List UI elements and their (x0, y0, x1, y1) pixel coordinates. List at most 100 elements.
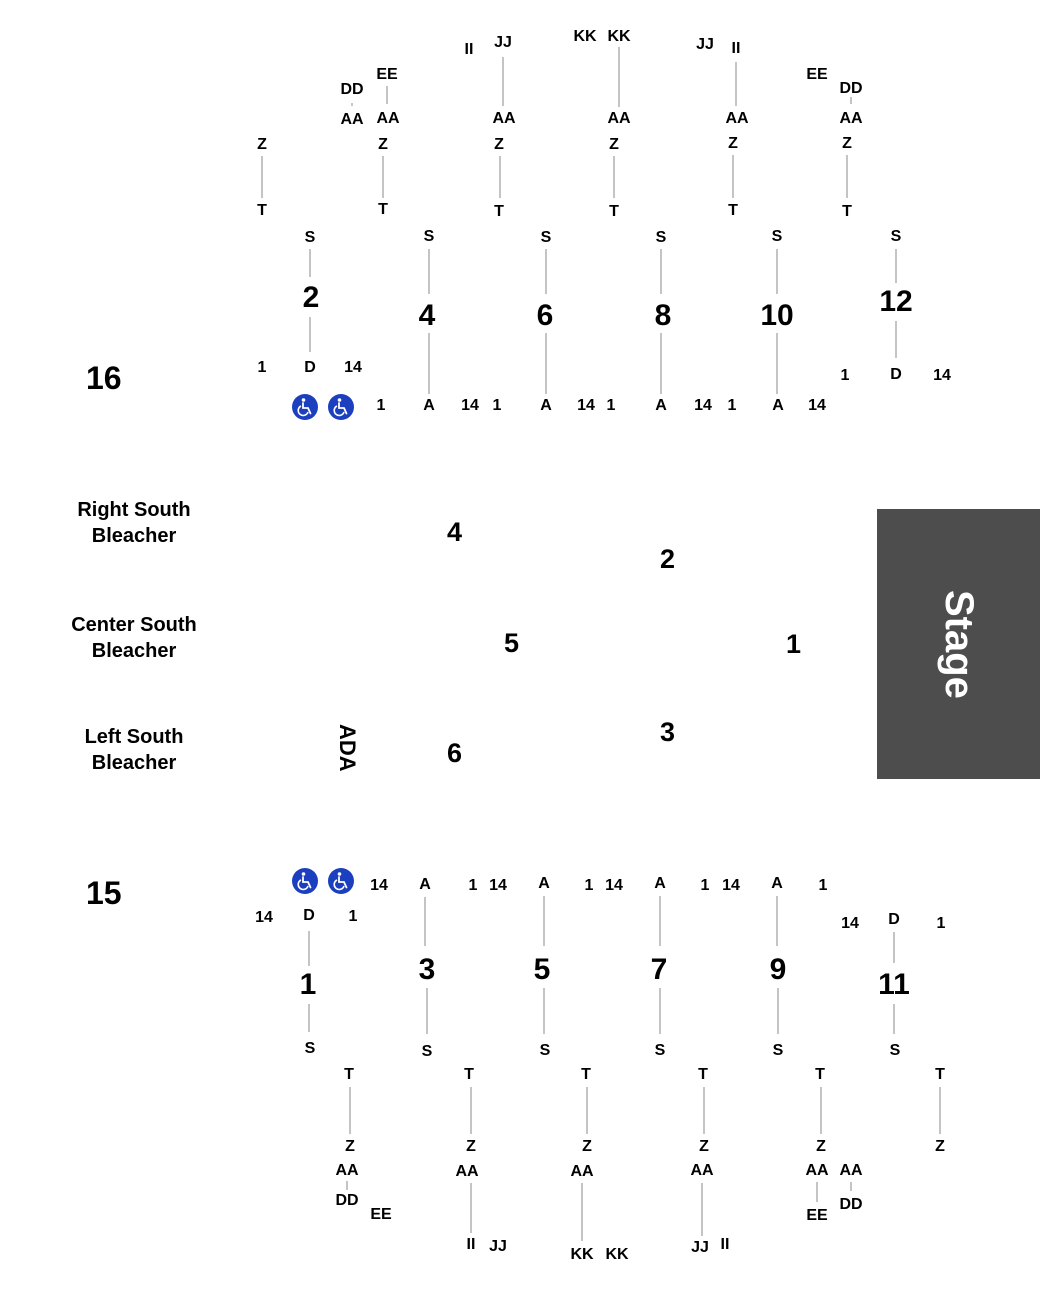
row-or-seat-label: JJ (494, 34, 512, 51)
section-number[interactable]: 6 (537, 299, 554, 332)
stage-block (877, 509, 1040, 779)
row-or-seat-label: 14 (933, 367, 951, 384)
row-or-seat-label: AA (805, 1162, 829, 1179)
row-or-seat-label: AA (839, 1162, 863, 1179)
row-or-seat-label: A (540, 397, 552, 414)
row-or-seat-label: Z (609, 136, 619, 153)
row-or-seat-label: DD (839, 80, 862, 97)
row-or-seat-label: S (656, 229, 667, 246)
section-number[interactable]: 2 (303, 281, 320, 314)
row-or-seat-label: EE (806, 66, 828, 83)
row-or-seat-label: 14 (461, 397, 479, 414)
row-or-seat-label: AA (725, 110, 749, 127)
row-or-seat-label: JJ (696, 36, 714, 53)
row-or-seat-label: 14 (370, 877, 388, 894)
row-or-seat-label: T (257, 202, 267, 219)
row-or-seat-label: Z (816, 1138, 826, 1155)
row-or-seat-label: A (655, 397, 667, 414)
row-or-seat-label: AA (335, 1162, 359, 1179)
row-or-seat-label: A (419, 876, 431, 893)
floor-section-3[interactable]: 3 (660, 717, 676, 747)
row-or-seat-label: 14 (344, 359, 362, 376)
section-number[interactable]: 1 (300, 968, 317, 1001)
row-or-seat-label: S (655, 1042, 666, 1059)
row-or-seat-label: Z (842, 135, 852, 152)
row-or-seat-label: T (344, 1066, 354, 1083)
row-or-seat-label: AA (455, 1163, 479, 1180)
row-or-seat-label: T (842, 203, 852, 220)
row-or-seat-label: S (890, 1042, 901, 1059)
wheelchair-icon (292, 868, 318, 894)
row-or-seat-label: KK (605, 1246, 629, 1263)
section-number[interactable]: 5 (534, 953, 551, 986)
row-or-seat-label: Z (699, 1138, 709, 1155)
section-number[interactable]: 11 (878, 968, 910, 1001)
row-or-seat-label: JJ (489, 1238, 507, 1255)
row-or-seat-label: DD (340, 81, 363, 98)
row-or-seat-label: EE (806, 1207, 828, 1224)
row-or-seat-label: II (467, 1236, 476, 1253)
row-or-seat-label: AA (376, 110, 400, 127)
section-number[interactable]: 4 (419, 299, 436, 332)
row-or-seat-label: A (423, 397, 435, 414)
row-or-seat-label: 1 (377, 397, 386, 414)
row-or-seat-label: Z (378, 136, 388, 153)
row-or-seat-label: II (721, 1236, 730, 1253)
row-or-seat-label: A (538, 875, 550, 892)
floor-section-5[interactable]: 5 (504, 628, 520, 658)
row-or-seat-label: DD (335, 1192, 358, 1209)
section-15-label[interactable]: 15 (86, 875, 122, 911)
row-or-seat-label: Z (257, 136, 267, 153)
section-number[interactable]: 8 (655, 299, 672, 332)
row-or-seat-label: 1 (349, 908, 358, 925)
row-or-seat-label: S (541, 229, 552, 246)
row-or-seat-label: Z (494, 136, 504, 153)
section-16-label[interactable]: 16 (86, 360, 122, 396)
floor-section-6[interactable]: 6 (447, 738, 463, 768)
row-or-seat-label: D (890, 366, 902, 383)
row-or-seat-label: S (773, 1042, 784, 1059)
row-or-seat-label: 1 (728, 397, 737, 414)
wheelchair-icon (292, 394, 318, 420)
row-or-seat-label: 1 (493, 397, 502, 414)
section-number[interactable]: 9 (770, 953, 787, 986)
right-south-bleacher-label[interactable]: Right South Bleacher (77, 499, 191, 547)
row-or-seat-label: 1 (585, 877, 594, 894)
row-or-seat-label: 14 (605, 877, 623, 894)
floor-section-4[interactable]: 4 (447, 517, 463, 547)
center-south-bleacher-label[interactable]: Center South Bleacher (71, 614, 197, 662)
row-or-seat-label: AA (492, 110, 516, 127)
row-or-seat-label: T (728, 202, 738, 219)
row-or-seat-label: S (891, 228, 902, 245)
left-south-bleacher-label[interactable]: Left South Bleacher (84, 726, 184, 774)
row-or-seat-label: A (772, 397, 784, 414)
wheelchair-icon (328, 868, 354, 894)
ada-label: ADA (335, 724, 360, 772)
row-or-seat-label: EE (370, 1206, 392, 1223)
row-or-seat-label: T (698, 1066, 708, 1083)
row-or-seat-label: T (378, 201, 388, 218)
row-or-seat-label: II (465, 41, 474, 58)
row-or-seat-label: 1 (937, 915, 946, 932)
stage-label: Stage (937, 589, 981, 699)
row-or-seat-label: S (772, 228, 783, 245)
row-or-seat-label: T (935, 1066, 945, 1083)
floor-section-2[interactable]: 2 (660, 544, 676, 574)
section-number[interactable]: 12 (879, 285, 912, 318)
row-or-seat-label: Z (728, 135, 738, 152)
section-number[interactable]: 3 (419, 953, 436, 986)
row-or-seat-label: 1 (469, 877, 478, 894)
row-or-seat-label: EE (376, 66, 398, 83)
row-or-seat-label: T (494, 203, 504, 220)
floor-section-1[interactable]: 1 (786, 629, 802, 659)
row-or-seat-label: 14 (694, 397, 712, 414)
row-or-seat-label: KK (570, 1246, 594, 1263)
row-or-seat-label: 1 (841, 367, 850, 384)
row-or-seat-label: AA (839, 110, 863, 127)
section-number[interactable]: 10 (760, 299, 793, 332)
row-or-seat-label: S (305, 229, 316, 246)
row-or-seat-label: KK (573, 28, 597, 45)
section-number[interactable]: 7 (651, 953, 668, 986)
row-or-seat-label: 14 (577, 397, 595, 414)
